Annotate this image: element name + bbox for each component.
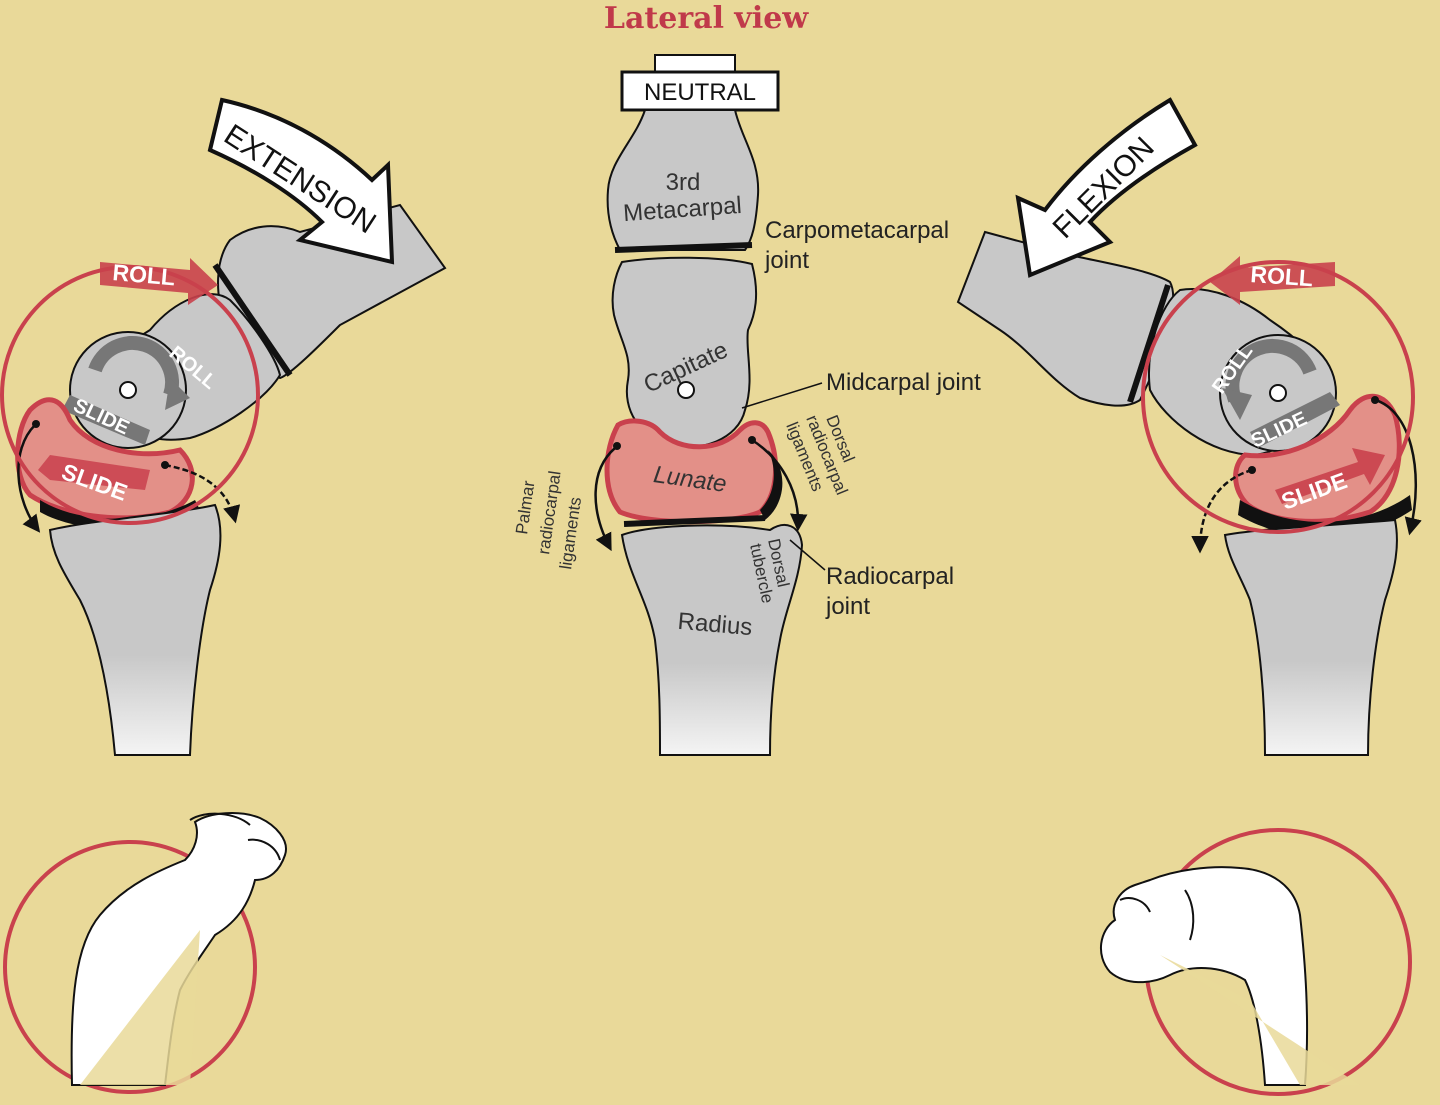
ext-outer-roll-arrow	[100, 258, 218, 305]
flex-cmc-joint-line	[1127, 284, 1171, 403]
extension-hand-illustration	[3, 812, 287, 1094]
ext-outer-slide-arrow	[38, 455, 150, 490]
metacarpal-bone	[606, 109, 760, 251]
flex-inner-roll-arrow	[1225, 339, 1317, 403]
ext-hand-finger-line	[189, 812, 251, 826]
neutral-label-box	[620, 70, 780, 112]
lunate-bone	[604, 418, 779, 525]
radius-label: Radius	[677, 608, 754, 641]
ext-radius-bone	[48, 503, 222, 756]
radiocarpal-leader	[789, 539, 826, 571]
radiocarpal-label-1: Radiocarpal	[826, 563, 954, 590]
capitate-axis-dot	[677, 381, 695, 399]
metacarpal-label-1: 3rd	[666, 169, 701, 196]
flex-palmar-ligament-arrow	[1191, 468, 1253, 554]
flex-hand-shape	[1099, 866, 1309, 1086]
flex-inner-slide-arrow	[1250, 392, 1340, 448]
ext-dorsal-ligament-dot	[161, 461, 169, 469]
flexion-wrist: ROLL SLIDE SLIDE ROLL FLEXION	[956, 97, 1422, 756]
extension-wrist: ROLL SLIDE SLIDE ROLL EXTENSION	[0, 97, 447, 756]
ext-axis-dot	[119, 381, 137, 399]
cmc-joint-line	[614, 242, 753, 253]
neutral-label: NEUTRAL	[644, 79, 756, 106]
radius-bone	[620, 524, 804, 756]
neutral-wrist: NEUTRAL 3rd Metacarpal Capitate Lunate R…	[512, 54, 981, 756]
midcarpal-leader	[741, 382, 823, 409]
dorsal-ligament-arrow	[751, 438, 808, 532]
flex-hand-knuckle	[1184, 889, 1195, 941]
flex-palmar-ligament-dot	[1248, 466, 1256, 474]
flexion-arrow	[1015, 97, 1198, 278]
flex-outer-roll-arrow	[1210, 256, 1335, 305]
cmc-label-2: joint	[764, 247, 809, 274]
ext-palmar-ligament-dot	[32, 420, 40, 428]
flex-metacarpal-bone	[956, 230, 1175, 407]
extension-arrow	[207, 97, 395, 265]
cmc-label-1: Carpometacarpal	[765, 217, 949, 244]
flex-hand-nail	[1119, 897, 1151, 913]
flex-motion-circle	[1141, 260, 1415, 534]
ext-hand-highlight	[80, 930, 200, 1085]
palmar-ligament-label-3: ligaments	[556, 496, 585, 571]
diagram-title: Lateral view	[604, 1, 809, 36]
capitate-bone	[611, 256, 758, 448]
dorsal-joint-wedge	[760, 450, 783, 520]
flex-radius-bone	[1223, 518, 1398, 756]
ext-hand-nail	[247, 838, 281, 861]
flex-dorsal-ligament-arrow	[1374, 398, 1422, 536]
flex-hand-highlight	[1160, 955, 1360, 1085]
ext-cmc-joint-line	[212, 263, 293, 377]
flex-dorsal-ligament-dot	[1371, 396, 1379, 404]
ext-inner-roll-arrow	[88, 336, 179, 398]
ext-hand-circle	[3, 840, 257, 1094]
ext-outer-roll-label: ROLL	[112, 259, 177, 290]
palmar-ligament-arrow	[594, 447, 616, 552]
flex-inner-roll-head	[1222, 388, 1252, 420]
ext-palmar-ligament-arrow	[17, 424, 41, 533]
flex-axis-dot	[1269, 384, 1287, 402]
flex-outer-slide-arrow	[1275, 448, 1385, 504]
midcarpal-label: Midcarpal joint	[826, 369, 981, 396]
ext-lunate-bone	[15, 397, 195, 521]
ext-inner-roll-head	[165, 378, 190, 410]
radiocarpal-label-2: joint	[825, 593, 870, 620]
flexion-hand-illustration	[1099, 828, 1412, 1096]
ext-inner-slide-arrow	[62, 395, 150, 445]
ext-dorsal-ligament-arrow	[164, 463, 241, 524]
dorsal-ligament-dot	[748, 436, 756, 444]
palmar-ligament-label-1: Palmar	[512, 479, 538, 535]
radiocarpal-joint-line	[623, 515, 766, 527]
palmar-ligament-dot	[613, 442, 621, 450]
flex-outer-roll-label: ROLL	[1250, 261, 1314, 291]
